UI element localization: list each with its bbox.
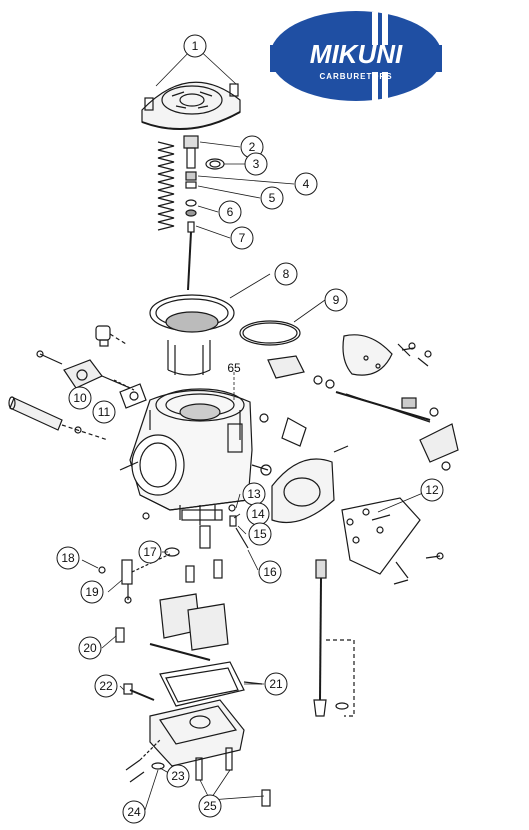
callout-circle bbox=[218, 200, 242, 224]
parts-line-art bbox=[8, 81, 459, 807]
callout-circle bbox=[78, 636, 102, 660]
callout-4: 4 bbox=[294, 172, 318, 196]
carburetor-body-part bbox=[119, 388, 269, 525]
callout-number: 65 bbox=[227, 361, 241, 375]
callout-number: 1 bbox=[192, 39, 199, 53]
callout-19: 19 bbox=[80, 580, 104, 604]
callout-circle bbox=[244, 152, 268, 176]
callout-5: 5 bbox=[260, 186, 284, 210]
callout-number: 3 bbox=[253, 157, 260, 171]
misc-screws bbox=[142, 342, 444, 585]
choke-assembly-part bbox=[36, 350, 147, 409]
callout-number: 8 bbox=[283, 267, 290, 281]
callout-14: 14 bbox=[246, 502, 270, 526]
callout-number: 13 bbox=[247, 487, 261, 501]
small-screws-18-19 bbox=[98, 553, 171, 604]
callout-number: 10 bbox=[73, 391, 87, 405]
top-cover-part bbox=[141, 81, 241, 131]
callout-circle bbox=[122, 800, 146, 824]
callout-circle bbox=[264, 672, 288, 696]
callout-circle bbox=[420, 478, 444, 502]
long-screw-part bbox=[313, 559, 355, 717]
callout-circle bbox=[248, 522, 272, 546]
throttle-shaft-part bbox=[267, 334, 459, 471]
callout-circle bbox=[138, 540, 162, 564]
callout-3: 3 bbox=[244, 152, 268, 176]
callout-circle bbox=[260, 186, 284, 210]
callout-25: 25 bbox=[198, 794, 222, 818]
logo-brand-text: MIKUNI bbox=[310, 39, 403, 69]
callout-number: 16 bbox=[263, 565, 277, 579]
callout-18: 18 bbox=[56, 546, 80, 570]
callout-9: 9 bbox=[324, 288, 348, 312]
callout-number: 11 bbox=[98, 405, 111, 419]
callout-15: 15 bbox=[248, 522, 272, 546]
callout-10: 10 bbox=[68, 386, 92, 410]
callout-circle bbox=[68, 386, 92, 410]
callout-65: 65 bbox=[227, 361, 241, 375]
callout-circle bbox=[94, 674, 118, 698]
callout-circle bbox=[166, 764, 190, 788]
callout-number: 17 bbox=[143, 545, 157, 559]
callout-number: 24 bbox=[127, 805, 141, 819]
callout-number: 23 bbox=[171, 769, 185, 783]
callout-number: 12 bbox=[425, 483, 439, 497]
callout-number: 4 bbox=[303, 177, 310, 191]
callout-circle bbox=[230, 226, 254, 250]
float-bowl-part bbox=[123, 683, 271, 807]
callout-6: 6 bbox=[218, 200, 242, 224]
side-cover-part bbox=[260, 445, 421, 579]
mikuni-logo: MIKUNI CARBURETORS bbox=[270, 11, 442, 102]
callout-circle bbox=[294, 172, 318, 196]
pipe-part bbox=[8, 396, 109, 441]
needle-holder-stack bbox=[183, 135, 225, 291]
callout-number: 2 bbox=[249, 140, 256, 154]
callout-number: 9 bbox=[333, 293, 340, 307]
callout-16: 16 bbox=[258, 560, 282, 584]
callout-number: 7 bbox=[239, 231, 246, 245]
callout-circle bbox=[258, 560, 282, 584]
diaphragm-part bbox=[149, 294, 235, 376]
spring-part bbox=[157, 141, 175, 231]
callout-number: 5 bbox=[269, 191, 276, 205]
callout-20: 20 bbox=[78, 636, 102, 660]
callout-number: 25 bbox=[203, 799, 217, 813]
callout-22: 22 bbox=[94, 674, 118, 698]
callout-17: 17 bbox=[138, 540, 162, 564]
callout-circle bbox=[56, 546, 80, 570]
o-ring-9-part bbox=[239, 320, 301, 346]
callout-number: 22 bbox=[99, 679, 113, 693]
float-part bbox=[115, 593, 229, 661]
callout-circle bbox=[80, 580, 104, 604]
logo-tagline-text: CARBURETORS bbox=[319, 72, 392, 81]
callout-number: 21 bbox=[269, 677, 283, 691]
callout-23: 23 bbox=[166, 764, 190, 788]
callout-circle bbox=[274, 262, 298, 286]
left-plug-part bbox=[95, 325, 127, 347]
callout-8: 8 bbox=[274, 262, 298, 286]
callout-1: 1 bbox=[183, 34, 207, 58]
callout-7: 7 bbox=[230, 226, 254, 250]
callout-circle bbox=[183, 34, 207, 58]
callout-circle bbox=[324, 288, 348, 312]
callout-number: 15 bbox=[253, 527, 267, 541]
callout-12: 12 bbox=[420, 478, 444, 502]
callout-number: 14 bbox=[251, 507, 265, 521]
callout-number: 19 bbox=[85, 585, 99, 599]
callout-11: 11 bbox=[92, 400, 116, 424]
callout-number: 18 bbox=[61, 551, 75, 565]
callout-13: 13 bbox=[242, 482, 266, 506]
callout-number: 6 bbox=[227, 205, 234, 219]
callout-circle bbox=[198, 794, 222, 818]
callout-circle bbox=[92, 400, 116, 424]
callout-number: 20 bbox=[83, 641, 97, 655]
callout-21: 21 bbox=[264, 672, 288, 696]
callout-24: 24 bbox=[122, 800, 146, 824]
